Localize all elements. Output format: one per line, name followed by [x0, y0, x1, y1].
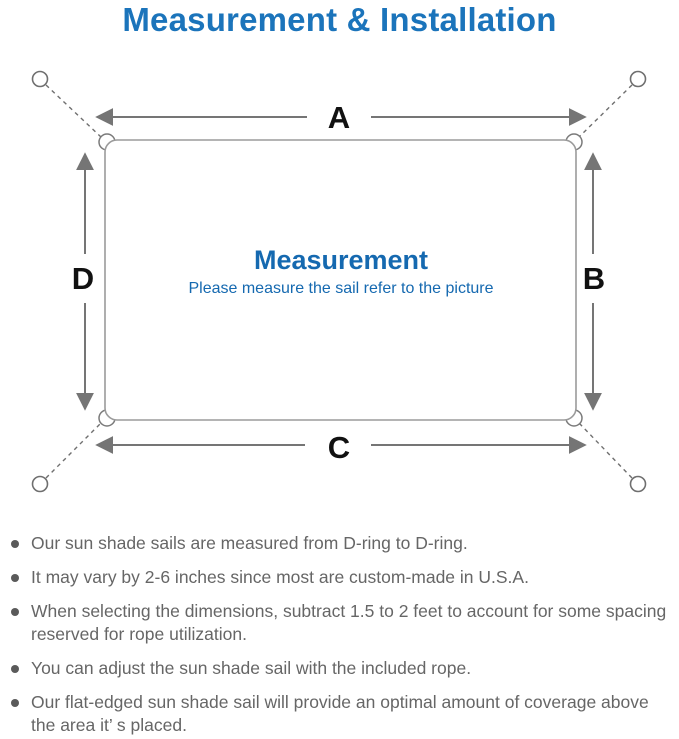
- tether-line-bottom-left: [45, 422, 102, 479]
- anchor-point-bottom-left: [31, 475, 49, 493]
- page-title: Measurement & Installation: [122, 1, 557, 38]
- note-text: You can adjust the sun shade sail with t…: [31, 658, 472, 678]
- diagram-center-title: Measurement: [254, 245, 428, 275]
- note-text: It may vary by 2-6 inches since most are…: [31, 567, 529, 587]
- note-text: Our sun shade sails are measured from D-…: [31, 533, 468, 553]
- note-text: Our flat-edged sun shade sail will provi…: [31, 692, 649, 735]
- list-item: Our flat-edged sun shade sail will provi…: [9, 691, 673, 737]
- tether-line-top-right: [578, 84, 633, 138]
- dim-label-b: B: [583, 261, 605, 296]
- anchor-point-top-left: [31, 70, 49, 88]
- bullet-dot-icon: [11, 699, 19, 707]
- dim-label-a: A: [328, 100, 350, 135]
- anchor-point-bottom-right: [629, 475, 647, 493]
- note-text: When selecting the dimensions, subtract …: [31, 601, 667, 644]
- measurement-notes-list: Our sun shade sails are measured from D-…: [9, 527, 673, 739]
- list-item: When selecting the dimensions, subtract …: [9, 600, 673, 646]
- sail-measurement-diagram: A B C D Measurement Please measure the s…: [31, 70, 647, 493]
- dim-label-c: C: [328, 430, 350, 465]
- bullet-dot-icon: [11, 540, 19, 548]
- list-item: Our sun shade sails are measured from D-…: [9, 532, 673, 555]
- diagram-center-subtitle: Please measure the sail refer to the pic…: [188, 280, 493, 297]
- bullet-dot-icon: [11, 574, 19, 582]
- list-item: It may vary by 2-6 inches since most are…: [9, 566, 673, 589]
- list-item: You can adjust the sun shade sail with t…: [9, 657, 673, 680]
- bullet-dot-icon: [11, 665, 19, 673]
- bullet-dot-icon: [11, 608, 19, 616]
- sail-outline: [104, 139, 577, 421]
- anchor-point-top-right: [629, 70, 647, 88]
- tether-line-top-left: [45, 84, 102, 138]
- dim-label-d: D: [72, 261, 94, 296]
- tether-line-bottom-right: [578, 422, 633, 479]
